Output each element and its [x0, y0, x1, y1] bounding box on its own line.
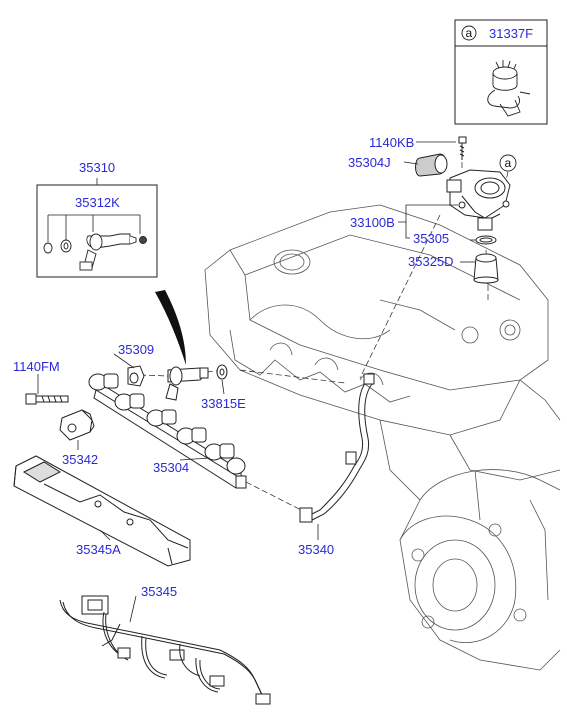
svg-text:35345A: 35345A [76, 542, 121, 557]
bolt-1140FM[interactable] [25, 393, 69, 405]
svg-text:35312K: 35312K [75, 195, 120, 210]
callout-35340[interactable]: 35340 [298, 542, 334, 557]
svg-text:35340: 35340 [298, 542, 334, 557]
svg-text:1140KB: 1140KB [369, 135, 414, 150]
callout-33100B[interactable]: 33100B [350, 215, 395, 230]
svg-text:35304: 35304 [153, 460, 189, 475]
svg-text:35309: 35309 [118, 342, 154, 357]
callout-1140KB[interactable]: 1140KB [369, 135, 414, 150]
ref-a-marker-box [461, 25, 477, 41]
svg-text:33100B: 33100B [350, 215, 395, 230]
high-pressure-pipe-35340[interactable] [299, 373, 375, 523]
injector-kit-parts-icon [43, 233, 147, 271]
svg-text:35325D: 35325D [408, 254, 454, 269]
ref-a-marker-pump [499, 154, 517, 172]
callout-35325D[interactable]: 35325D [408, 254, 454, 269]
callout-35345A[interactable]: 35345A [76, 542, 121, 557]
detail-box-31337F: a [454, 19, 548, 125]
callout-35342[interactable]: 35342 [62, 452, 98, 467]
pressure-sensor-35342[interactable] [59, 409, 95, 441]
rail-cover-35345A[interactable] [13, 455, 191, 567]
svg-text:35310: 35310 [79, 160, 115, 175]
callout-35309[interactable]: 35309 [118, 342, 154, 357]
svg-text:1140FM: 1140FM [13, 359, 60, 374]
callout-33815E[interactable]: 33815E [201, 396, 246, 411]
ref-a-marker-box-text: a [466, 26, 473, 40]
callout-35304J[interactable]: 35304J [348, 155, 391, 170]
injector-kit-box-35310 [36, 178, 158, 278]
ref-a-marker-pump-text: a [505, 156, 512, 170]
injector-35309[interactable] [127, 365, 209, 401]
high-pressure-pump-33100B[interactable] [415, 136, 511, 284]
svg-text:35345: 35345 [141, 584, 177, 599]
fuel-rail-35304[interactable] [88, 373, 247, 489]
label-leader-lines [37, 353, 319, 623]
svg-text:35304J: 35304J [348, 155, 391, 170]
callout-35345[interactable]: 35345 [141, 584, 177, 599]
svg-text:33815E: 33815E [201, 396, 246, 411]
engine-block-outline [204, 204, 561, 671]
pump-label-lines [398, 141, 476, 263]
clip-31337F-icon [487, 60, 531, 117]
svg-text:31337F: 31337F [489, 26, 533, 41]
callout-35310[interactable]: 35310 [79, 160, 115, 175]
wiring-harness-35345[interactable] [59, 595, 271, 705]
callout-35305[interactable]: 35305 [413, 231, 449, 246]
callout-1140FM[interactable]: 1140FM [13, 359, 60, 374]
direction-wedge-icon [155, 290, 186, 365]
svg-text:35342: 35342 [62, 452, 98, 467]
svg-text:35305: 35305 [413, 231, 449, 246]
callout-31337F[interactable]: 31337F [489, 26, 533, 41]
washer-33815E[interactable] [216, 364, 228, 380]
callout-35312K[interactable]: 35312K [75, 195, 120, 210]
callout-35304[interactable]: 35304 [153, 460, 189, 475]
